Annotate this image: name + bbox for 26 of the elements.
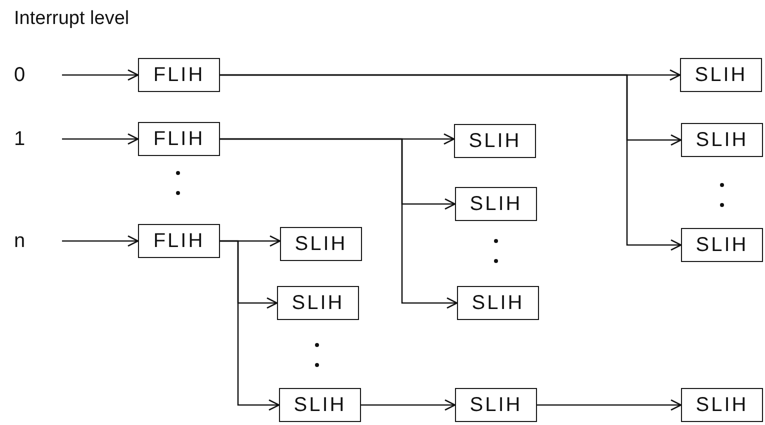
handler-box: SLIH: [277, 286, 359, 320]
level-number: n: [14, 228, 62, 254]
level-number: 1: [14, 126, 62, 152]
arrow: [220, 240, 280, 411]
arrow: [220, 74, 682, 251]
handler-box: SLIH: [454, 124, 536, 158]
handler-box: SLIH: [681, 388, 763, 422]
handler-box: FLIH: [138, 122, 220, 156]
level-number: 0: [14, 62, 62, 88]
handler-box: FLIH: [138, 224, 220, 258]
handler-box: SLIH: [455, 388, 537, 422]
arrow: [62, 235, 139, 247]
handler-box: SLIH: [681, 228, 763, 262]
handler-box: FLIH: [138, 58, 220, 92]
arrow: [361, 399, 456, 411]
heading: Interrupt level: [14, 8, 130, 30]
handler-box: SLIH: [681, 123, 763, 157]
arrow: [220, 138, 458, 309]
arrow: [537, 399, 682, 411]
arrow: [62, 69, 139, 81]
handler-box: SLIH: [680, 58, 762, 92]
handler-box: SLIH: [455, 187, 537, 221]
handler-box: SLIH: [280, 227, 362, 261]
arrow: [62, 133, 139, 145]
handler-box: SLIH: [279, 388, 361, 422]
handler-box: SLIH: [457, 286, 539, 320]
